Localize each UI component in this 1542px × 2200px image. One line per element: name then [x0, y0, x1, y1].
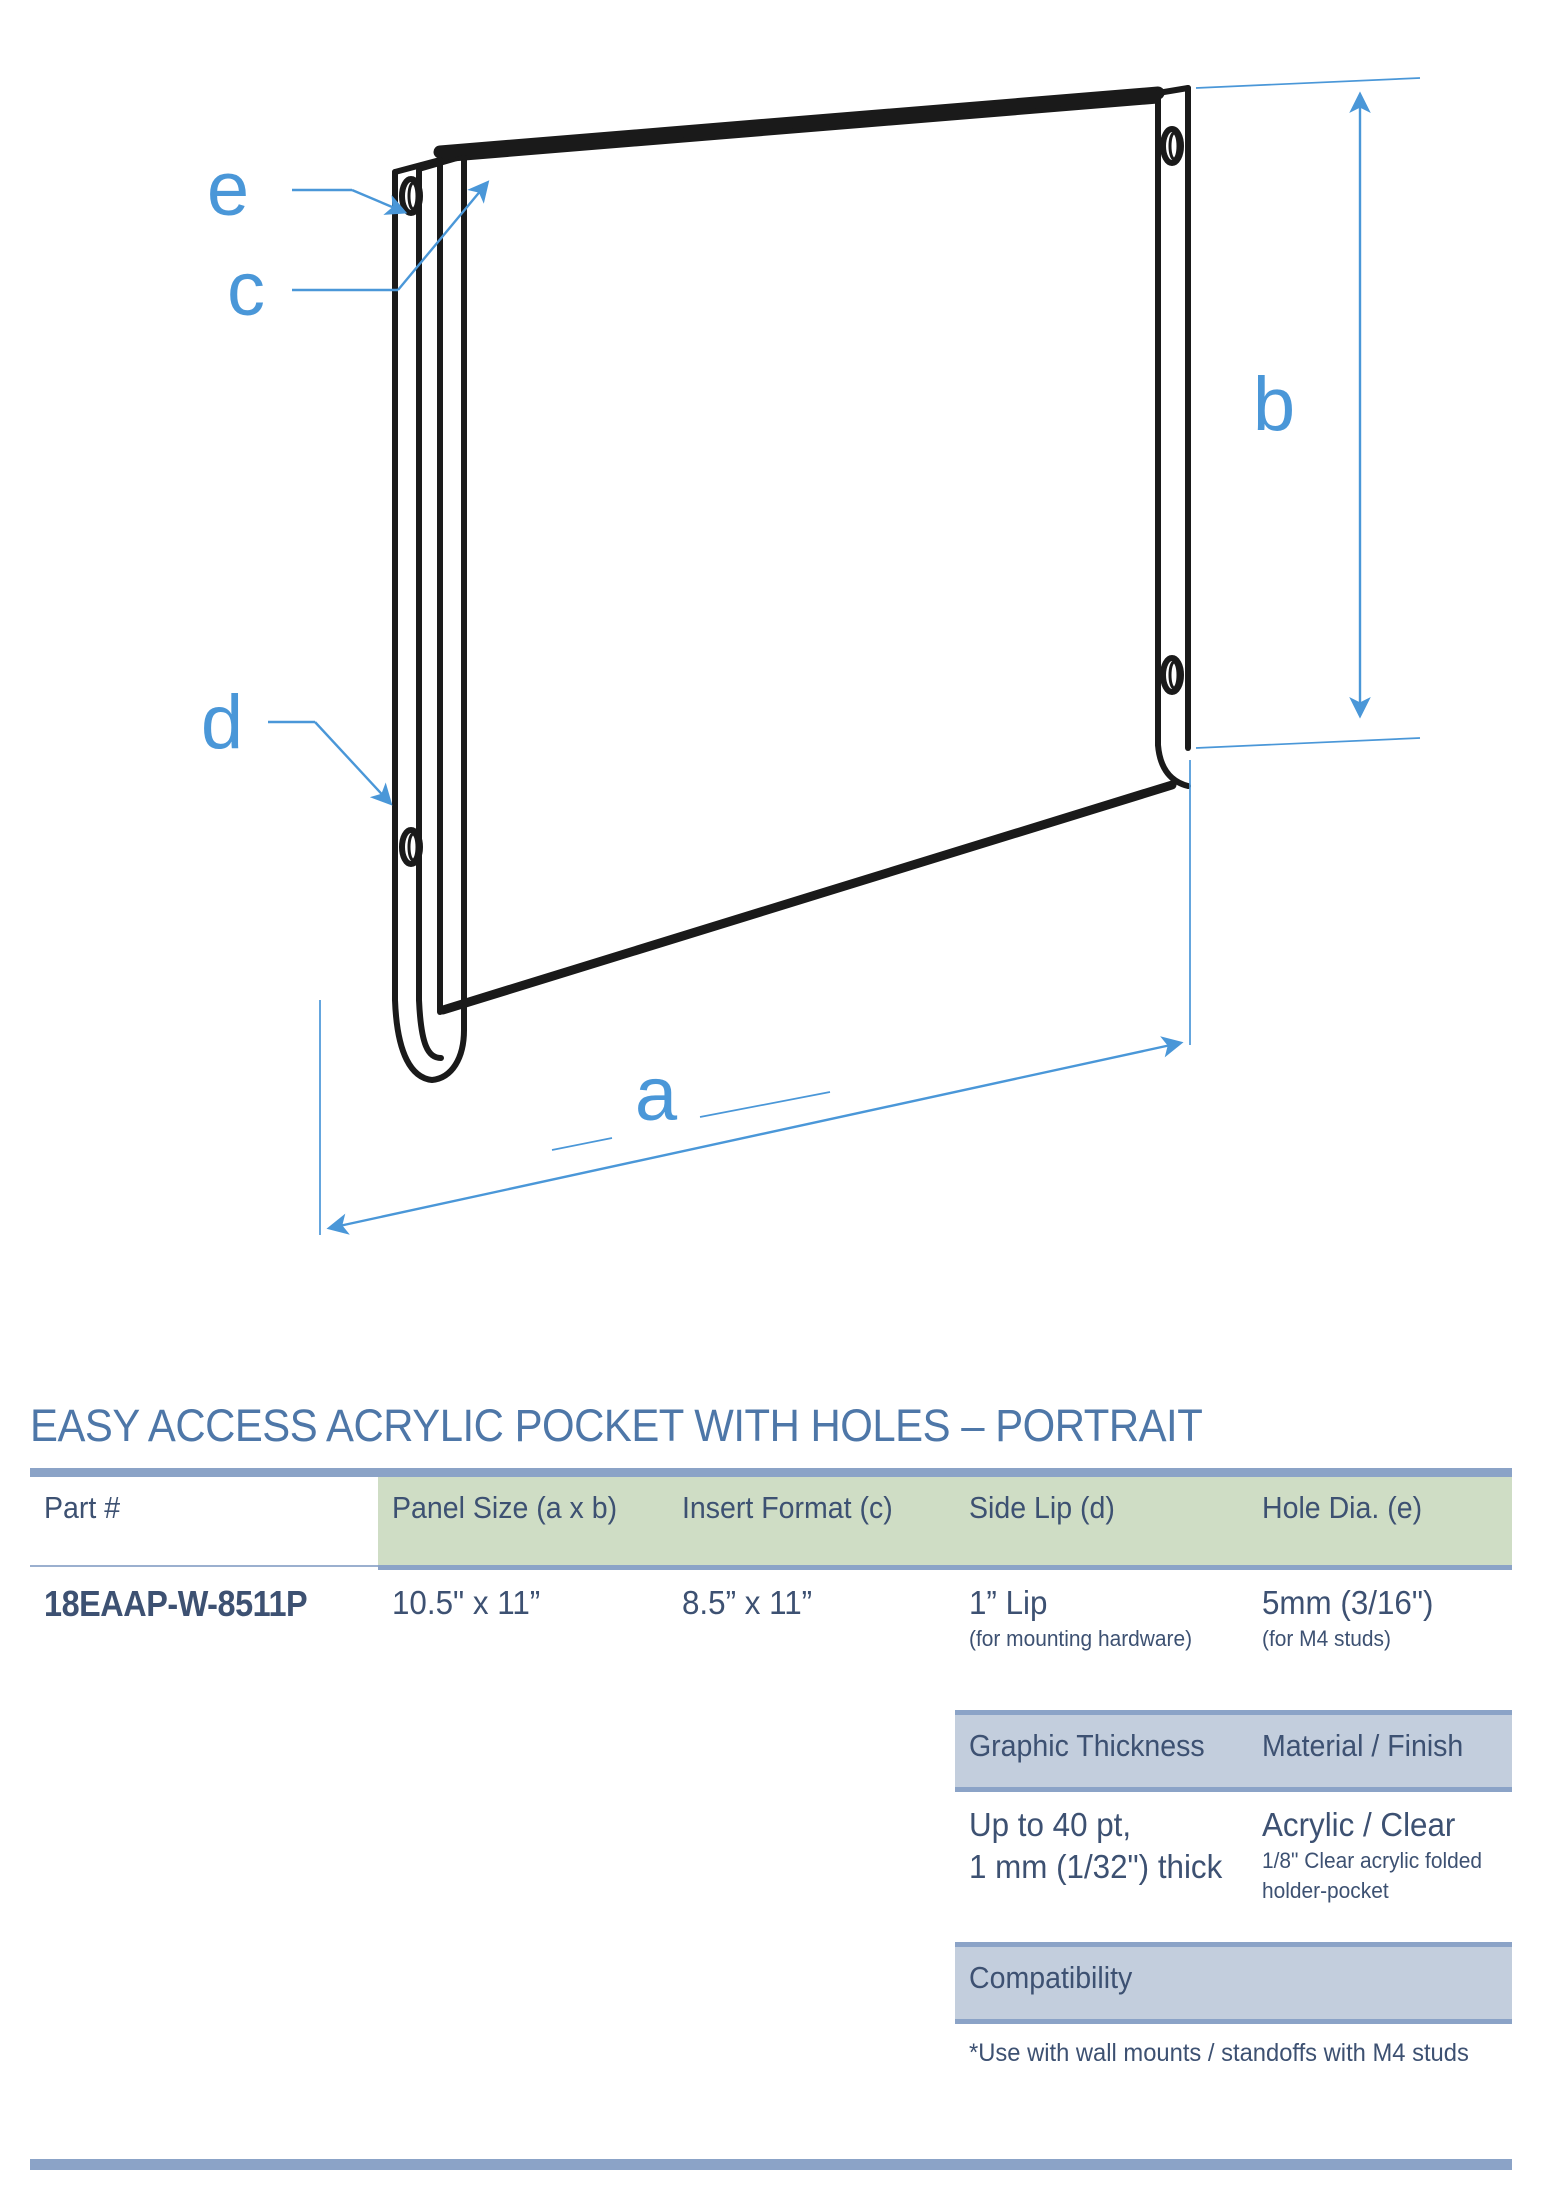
panel-geometry — [392, 85, 1191, 1083]
table-row: 18EAAP-W-8511P 10.5" x 11” 8.5” x 11” 1”… — [30, 1570, 1512, 1710]
section2-rule-row — [30, 1710, 1512, 1715]
cell-hole-dia: 5mm (3/16") (for M4 studs) — [1248, 1570, 1512, 1710]
header-graphic-thickness-label: Graphic Thickness — [969, 1728, 1205, 1763]
spec-sheet: EASY ACCESS ACRYLIC POCKET WITH HOLES – … — [30, 1400, 1512, 2170]
product-isometric-drawing: e c d b a — [201, 77, 1421, 1235]
side-lip-note: (for mounting hardware) — [969, 1626, 1193, 1651]
dimension-labels: e c d b a — [201, 147, 1295, 1137]
insert-format-value: 8.5” x 11” — [682, 1584, 813, 1621]
material-note-line-2: holder-pocket — [1262, 1878, 1389, 1903]
hole-bottom-left-inner — [407, 832, 419, 862]
label-e: e — [207, 147, 249, 232]
panel-top-front-edge — [437, 98, 1161, 163]
rule-section3-under — [955, 2019, 1512, 2024]
section3-underrule-row — [30, 2019, 1512, 2024]
table-bottom-rule — [30, 2159, 1512, 2170]
header-cell-material: Material / Finish — [1248, 1715, 1512, 1787]
header-compatibility-label: Compatibility — [969, 1960, 1133, 1995]
hole-bottom-right — [1160, 655, 1184, 695]
header-cell-insert-format: Insert Format (c) — [668, 1477, 955, 1565]
technical-drawing: e c d b a — [201, 77, 1421, 1235]
header-part-label: Part # — [44, 1490, 121, 1525]
cell-insert-format: 8.5” x 11” — [668, 1570, 955, 1710]
hole-top-right-inner — [1168, 131, 1180, 161]
panel-bottom-front-edge — [438, 780, 1177, 1015]
label-d: d — [201, 680, 243, 765]
cell-compatibility-note: *Use with wall mounts / standoffs with M… — [955, 2024, 1512, 2159]
panel-right-bottom-curve — [1155, 742, 1191, 789]
section2-header-row: Graphic Thickness Material / Finish — [30, 1715, 1512, 1787]
part-number-value: 18EAAP-W-8511P — [44, 1583, 308, 1624]
cell-material-finish: Acrylic / Clear 1/8" Clear acrylic folde… — [1248, 1792, 1512, 1942]
leader-a-left-tick — [551, 1137, 613, 1151]
thickness-line-1: Up to 40 pt, — [969, 1806, 1132, 1843]
spec-table: Part # Panel Size (a x b) Insert Format … — [30, 1477, 1512, 2159]
mounting-holes — [399, 126, 1184, 867]
section3-header-row: Compatibility — [30, 1947, 1512, 2019]
dimension-lines — [268, 77, 1421, 1235]
hole-dia-note: (for M4 studs) — [1262, 1626, 1391, 1651]
header-cell-hole-dia: Hole Dia. (e) — [1248, 1477, 1512, 1565]
header-side-lip-label: Side Lip (d) — [969, 1490, 1115, 1525]
hole-bottom-right-inner — [1168, 660, 1180, 690]
rule-section2 — [955, 1710, 1512, 1715]
section3-rule-row — [30, 1942, 1512, 1947]
hole-bottom-left — [399, 827, 423, 867]
compatibility-note: *Use with wall mounts / standoffs with M… — [969, 2039, 1469, 2067]
label-a: a — [635, 1052, 678, 1137]
panel-right-top-cap — [1155, 85, 1191, 96]
dim-line-a — [326, 1036, 1184, 1235]
label-c: c — [227, 247, 265, 332]
header-cell-panel-size: Panel Size (a x b) — [378, 1477, 668, 1565]
page-title: EASY ACCESS ACRYLIC POCKET WITH HOLES – … — [30, 1400, 1203, 1451]
label-b: b — [1253, 362, 1295, 447]
section3-value-row: *Use with wall mounts / standoffs with M… — [30, 2024, 1512, 2159]
hole-top-right — [1160, 126, 1184, 166]
rule-section2-under — [955, 1787, 1512, 1792]
panel-size-value: 10.5" x 11” — [392, 1584, 541, 1621]
leader-c-angled — [397, 180, 490, 291]
header-cell-side-lip: Side Lip (d) — [955, 1477, 1248, 1565]
material-value: Acrylic / Clear — [1262, 1806, 1456, 1843]
cell-panel-size: 10.5" x 11” — [378, 1570, 668, 1710]
header-panel-size-label: Panel Size (a x b) — [392, 1490, 618, 1525]
header-cell-compatibility: Compatibility — [955, 1947, 1512, 2019]
rule-main — [378, 1565, 1512, 1570]
thickness-line-2: 1 mm (1/32") thick — [969, 1848, 1223, 1885]
table-header-row: Part # Panel Size (a x b) Insert Format … — [30, 1477, 1512, 1565]
hole-dia-value: 5mm (3/16") — [1262, 1584, 1434, 1621]
rule-section3 — [955, 1942, 1512, 1947]
panel-left-top-cap-inner — [417, 155, 466, 172]
header-material-label: Material / Finish — [1262, 1728, 1464, 1763]
cell-side-lip: 1” Lip (for mounting hardware) — [955, 1570, 1248, 1710]
rule-part — [30, 1565, 378, 1567]
header-hole-dia-label: Hole Dia. (e) — [1262, 1490, 1423, 1525]
hole-top-left-inner — [407, 181, 419, 211]
panel-left-top-cap — [392, 157, 443, 175]
leader-e-angled — [351, 188, 408, 215]
panel-left-bottom-fold — [392, 997, 467, 1083]
header-cell-graphic-thickness: Graphic Thickness — [955, 1715, 1248, 1787]
side-lip-value: 1” Lip — [969, 1584, 1048, 1621]
section2-underrule-row — [30, 1787, 1512, 1792]
section2-value-row: Up to 40 pt, 1 mm (1/32") thick Acrylic … — [30, 1792, 1512, 1942]
ext-line-b-top — [1195, 77, 1421, 89]
header-insert-format-label: Insert Format (c) — [682, 1490, 893, 1525]
leader-a-right-tick — [699, 1091, 831, 1118]
header-cell-part: Part # — [30, 1477, 378, 1565]
cell-part-number: 18EAAP-W-8511P — [30, 1570, 378, 1710]
leader-d-angled — [314, 721, 393, 806]
cell-graphic-thickness: Up to 40 pt, 1 mm (1/32") thick — [955, 1792, 1248, 1942]
material-note-line-1: 1/8" Clear acrylic folded — [1262, 1848, 1483, 1873]
panel-top-back-edge — [433, 86, 1165, 159]
table-top-rule — [30, 1468, 1512, 1477]
header-rule-row — [30, 1565, 1512, 1570]
ext-line-b-bottom — [1195, 737, 1421, 749]
